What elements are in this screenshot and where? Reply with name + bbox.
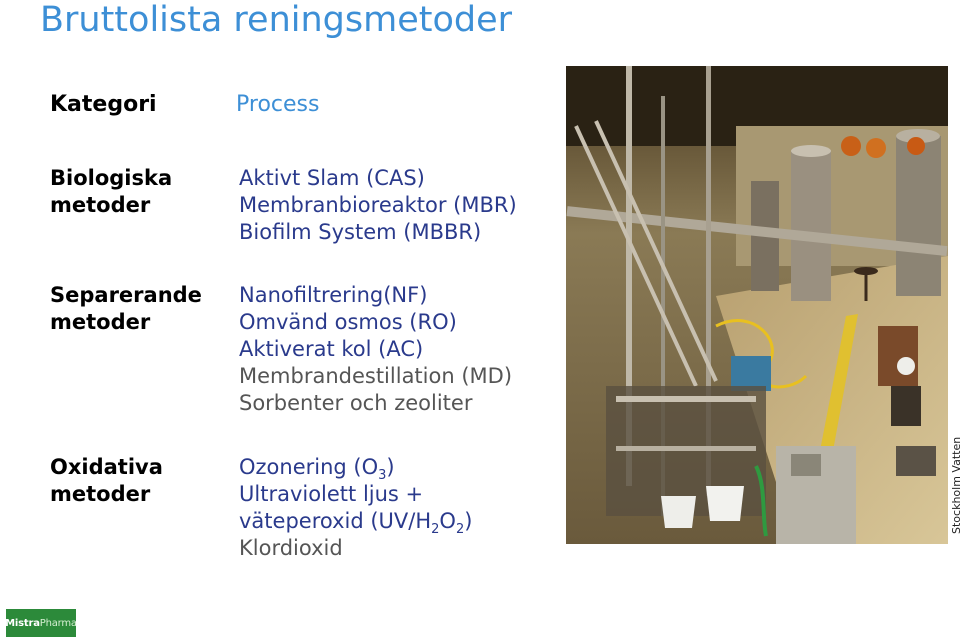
process-item-chlorine: Klordioxid [239,536,343,560]
photo-credit: Stockholm Vatten [950,436,960,534]
process-item: Aktiverat kol (AC) [239,337,424,361]
category-line: Separerande [50,283,202,307]
page-title: Bruttolista reningsmetoder [40,0,513,40]
category-line: Biologiska [50,166,173,190]
process-item: Nanofiltrering(NF) [239,283,428,307]
category-line: metoder [50,482,151,506]
category-line: metoder [50,193,151,217]
category-line: Oxidativa [50,455,163,479]
header-category: Kategori [50,92,157,117]
process-list-biological: Aktivt Slam (CAS) Membranbioreaktor (MBR… [239,165,517,246]
process-item: Omvänd osmos (RO) [239,310,457,334]
process-item: Aktivt Slam (CAS) [239,166,425,190]
header-process: Process [236,92,320,117]
process-item: Sorbenter och zeoliter [239,391,473,415]
process-list-oxidative: Ozonering (O3) Ultraviolett ljus + vätep… [239,454,472,562]
process-item-uv-cont: väteperoxid (UV/H2O2) [239,509,473,537]
category-biological: Biologiska metoder [50,165,172,219]
process-item-uv: Ultraviolett ljus + [239,482,424,506]
process-item: Membranbioreaktor (MBR) [239,193,517,217]
process-list-separating: Nanofiltrering(NF) Omvänd osmos (RO) Akt… [239,282,512,417]
category-oxidative: Oxidativa metoder [50,454,163,508]
lab-equipment-photo [566,66,948,544]
category-line: metoder [50,310,151,334]
process-item: Biofilm System (MBBR) [239,220,482,244]
process-item-ozone: Ozonering (O3) [239,455,395,483]
category-separating: Separerande metoder [50,282,202,336]
process-item: Membrandestillation (MD) [239,364,513,388]
